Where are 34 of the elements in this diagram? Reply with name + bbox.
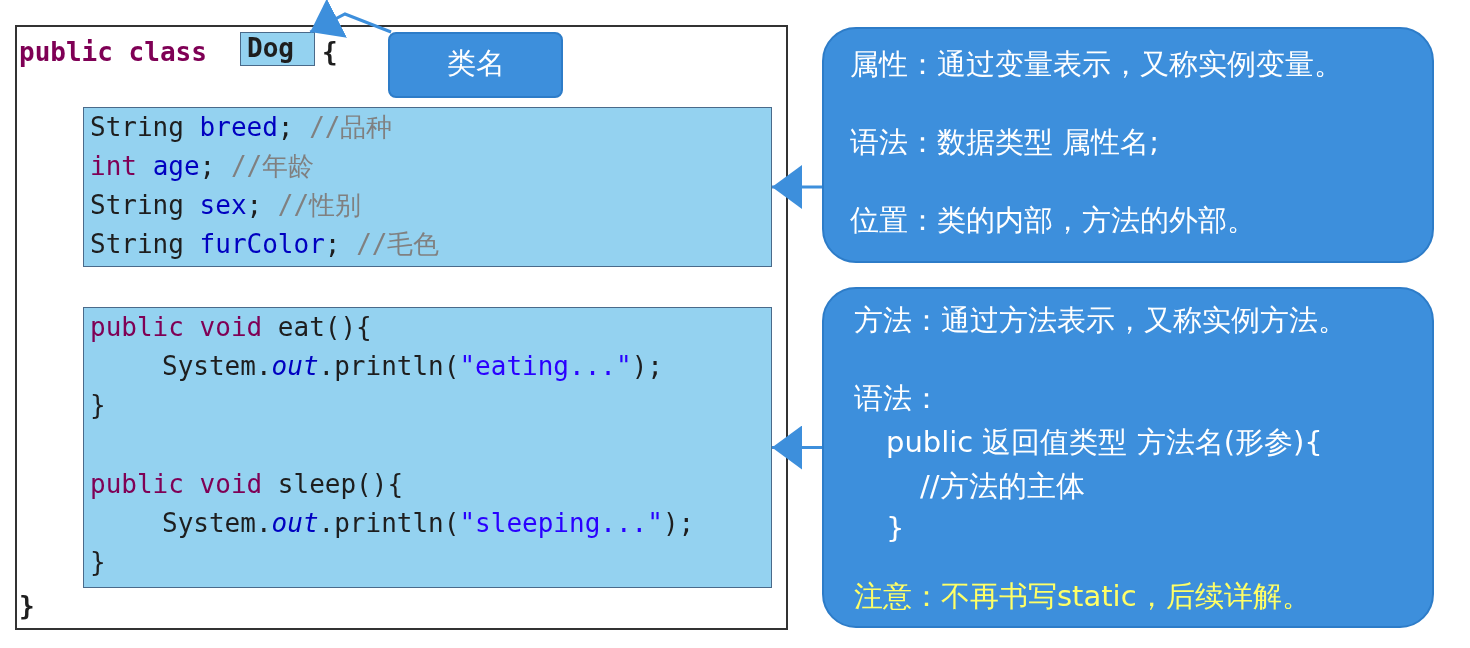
fields-code-box [83,107,772,267]
code-line: } [90,546,106,579]
brace: { [322,36,338,69]
code-line: String furColor; //毛色 [90,228,440,261]
code-line: System.out.println("eating..."); [162,350,663,383]
callout-text: //方法的主体 [920,468,1085,505]
class-name: Dog [247,32,294,65]
brace: } [19,590,35,623]
code-line: String sex; //性别 [90,189,362,222]
class-name-highlight [240,32,315,66]
callout-bubble [822,287,1434,628]
code-line: } [90,389,106,422]
callout-bubble [822,27,1434,263]
callout-text: public 返回值类型 方法名(形参){ [886,424,1323,461]
code-keywords: public class [19,36,207,69]
note-text: 注意：不再书写static，后续详解。 [854,578,1311,615]
code-line: public void sleep(){ [90,468,404,501]
callout-text: } [886,511,905,545]
class-code-panel [15,25,788,630]
callout-text: 语法： [854,380,941,417]
callout-text: 方法：通过方法表示，又称实例方法。 [854,302,1347,339]
methods-code-box [83,307,772,588]
code-line: System.out.println("sleeping..."); [162,507,695,540]
callout-text: 语法：数据类型 属性名; [850,124,1159,161]
code-line: String breed; //品种 [90,111,393,144]
callout-text: 属性：通过变量表示，又称实例变量。 [850,46,1343,83]
callout-pointer [772,165,822,209]
callout-text: 位置：类的内部，方法的外部。 [850,202,1256,239]
callout-bubble [388,32,563,98]
callout-pointer [309,0,392,38]
code-line: int age; //年龄 [90,150,315,183]
callout-pointer [772,425,822,470]
code-line: public void eat(){ [90,311,372,344]
callout-text: 类名 [446,45,505,82]
